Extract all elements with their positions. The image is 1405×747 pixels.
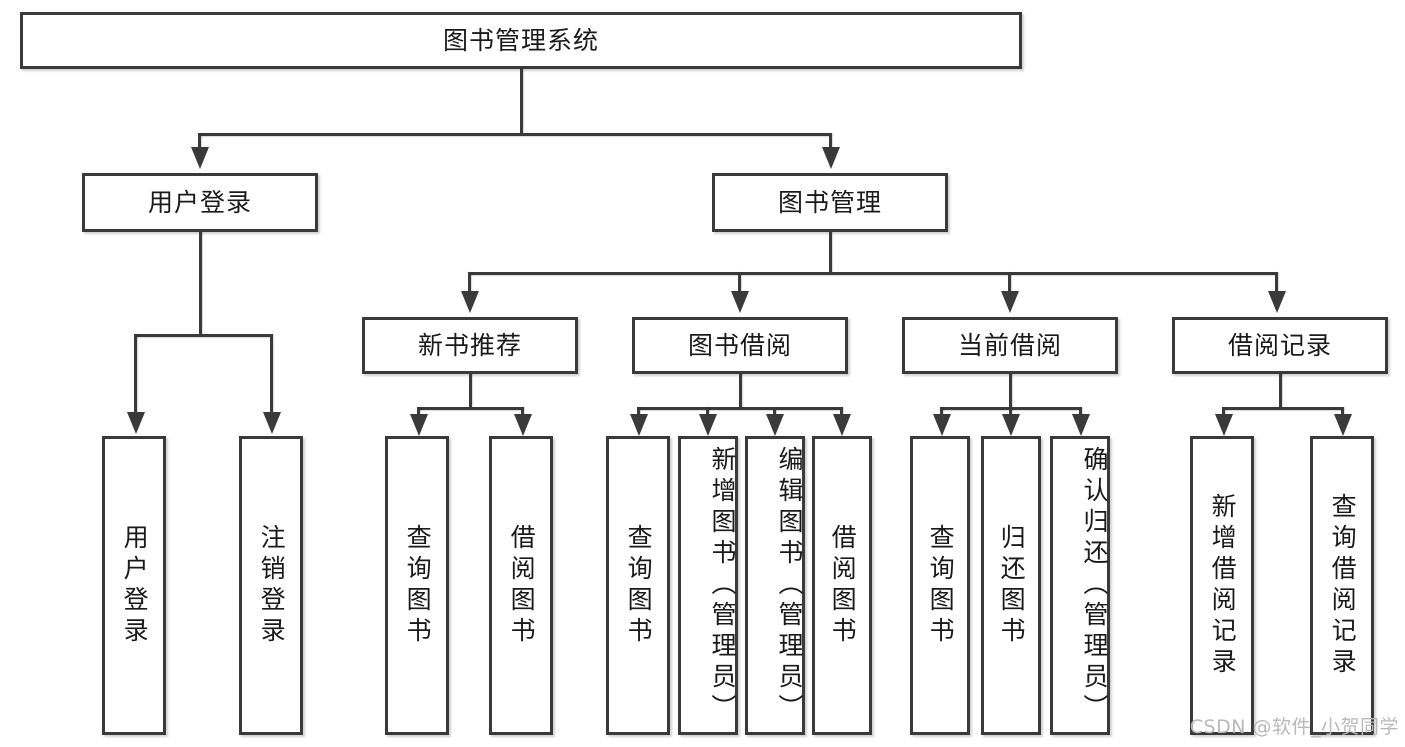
connector-user-login-branch-1 [134, 334, 137, 414]
node-borrow-records[interactable]: 借阅记录 [1172, 317, 1388, 374]
leaf-current-confirm-return-admin[interactable]: 确认归还（管理员） [1050, 436, 1110, 735]
node-label: 借阅图书 [507, 523, 537, 648]
connector-new-book-branch-2 [521, 407, 524, 416]
node-label: 图书管理 [777, 187, 882, 217]
node-book-borrow[interactable]: 图书借阅 [632, 317, 848, 374]
connector-current-branch-2 [1009, 407, 1012, 416]
arrow-borrow-leaf-3 [766, 414, 784, 436]
leaf-borrow-edit-book-admin[interactable]: 编辑图书（管理员） [745, 436, 805, 735]
connector-book-mgmt-branch-3 [1008, 272, 1011, 293]
connector-book-mgmt-branch-4 [1275, 272, 1278, 293]
connector-new-book-branch-1 [417, 407, 420, 416]
connector-records-bus [1222, 407, 1344, 410]
arrow-current-leaf-1 [933, 414, 951, 436]
node-label: 图书借阅 [687, 330, 792, 360]
arrow-new-book-leaf-1 [410, 414, 428, 436]
leaf-current-query-book[interactable]: 查询图书 [910, 436, 970, 735]
leaf-borrow-borrow-book[interactable]: 借阅图书 [812, 436, 872, 735]
leaf-borrow-add-book-admin[interactable]: 新增图书（管理员） [678, 436, 738, 735]
leaf-new-book-query[interactable]: 查询图书 [385, 436, 449, 735]
connector-borrow-branch-1 [637, 407, 640, 416]
arrow-book-mgmt-to-borrow [731, 291, 749, 313]
arrow-book-mgmt-to-current [1001, 291, 1019, 313]
node-label: 确认归还（管理员） [1080, 446, 1109, 725]
arrow-book-mgmt-to-records [1268, 291, 1286, 313]
node-label: 编辑图书（管理员） [775, 446, 804, 725]
arrow-user-login-leaf-2 [263, 412, 281, 434]
arrow-records-leaf-1 [1215, 414, 1233, 436]
connector-root-to-user-login [198, 133, 201, 149]
connector-new-book-bus [417, 407, 524, 410]
node-label: 查询图书 [926, 523, 956, 648]
connector-user-login-branch-2 [270, 334, 273, 414]
node-label: 注销登录 [257, 523, 287, 648]
node-label: 用户登录 [120, 523, 150, 648]
connector-records-stem [1279, 374, 1282, 407]
node-label: 新书推荐 [417, 330, 522, 360]
connector-book-mgmt-bus [468, 272, 1278, 275]
arrow-book-mgmt-to-new-book [461, 291, 479, 313]
node-label: 查询借阅记录 [1328, 492, 1358, 679]
connector-records-branch-2 [1341, 407, 1344, 416]
arrow-root-to-book-mgmt [822, 147, 840, 169]
node-label: 归还图书 [997, 523, 1027, 648]
arrow-borrow-leaf-4 [833, 414, 851, 436]
node-label: 借阅记录 [1227, 330, 1332, 360]
connector-records-branch-1 [1222, 407, 1225, 416]
node-label: 查询图书 [624, 523, 654, 648]
leaf-current-return-book[interactable]: 归还图书 [981, 436, 1041, 735]
arrow-current-leaf-3 [1072, 414, 1090, 436]
connector-user-login-bus [134, 334, 273, 337]
node-root-system[interactable]: 图书管理系统 [20, 12, 1022, 69]
connector-book-mgmt-branch-2 [738, 272, 741, 293]
node-user-login[interactable]: 用户登录 [82, 173, 318, 232]
leaf-records-add-record[interactable]: 新增借阅记录 [1190, 436, 1254, 735]
node-label: 图书管理系统 [442, 25, 599, 55]
node-current-borrow[interactable]: 当前借阅 [902, 317, 1118, 374]
leaf-user-login-logout[interactable]: 注销登录 [239, 436, 303, 735]
connector-borrow-stem [739, 374, 742, 407]
node-label: 借阅图书 [828, 523, 858, 648]
connector-borrow-branch-4 [840, 407, 843, 416]
connector-user-login-stem [199, 232, 202, 334]
connector-borrow-branch-2 [706, 407, 709, 416]
connector-borrow-branch-3 [773, 407, 776, 416]
arrow-user-login-leaf-1 [127, 412, 145, 434]
node-new-book-recommend[interactable]: 新书推荐 [362, 317, 578, 374]
node-label: 当前借阅 [957, 330, 1062, 360]
leaf-new-book-borrow[interactable]: 借阅图书 [489, 436, 553, 735]
connector-borrow-bus [637, 407, 843, 410]
connector-current-branch-1 [940, 407, 943, 416]
node-label: 用户登录 [147, 187, 252, 217]
arrow-borrow-leaf-1 [630, 414, 648, 436]
connector-current-branch-3 [1079, 407, 1082, 416]
node-label: 新增图书（管理员） [708, 446, 737, 725]
connector-book-mgmt-branch-1 [468, 272, 471, 293]
connector-book-mgmt-stem [829, 232, 832, 272]
connector-root-to-book-mgmt [829, 133, 832, 149]
connector-root-stem [520, 69, 523, 133]
node-book-management[interactable]: 图书管理 [712, 173, 948, 232]
arrow-root-to-user-login [191, 147, 209, 169]
arrow-records-leaf-2 [1334, 414, 1352, 436]
arrow-current-leaf-2 [1002, 414, 1020, 436]
node-label: 查询图书 [403, 523, 433, 648]
leaf-user-login-login[interactable]: 用户登录 [102, 436, 166, 735]
arrow-new-book-leaf-2 [514, 414, 532, 436]
connector-new-book-stem [469, 374, 472, 407]
arrow-borrow-leaf-2 [699, 414, 717, 436]
leaf-records-query-record[interactable]: 查询借阅记录 [1310, 436, 1374, 735]
leaf-borrow-query-book[interactable]: 查询图书 [606, 436, 670, 735]
node-label: 新增借阅记录 [1208, 492, 1238, 679]
connector-current-stem [1009, 374, 1012, 407]
connector-root-bus [198, 133, 832, 136]
